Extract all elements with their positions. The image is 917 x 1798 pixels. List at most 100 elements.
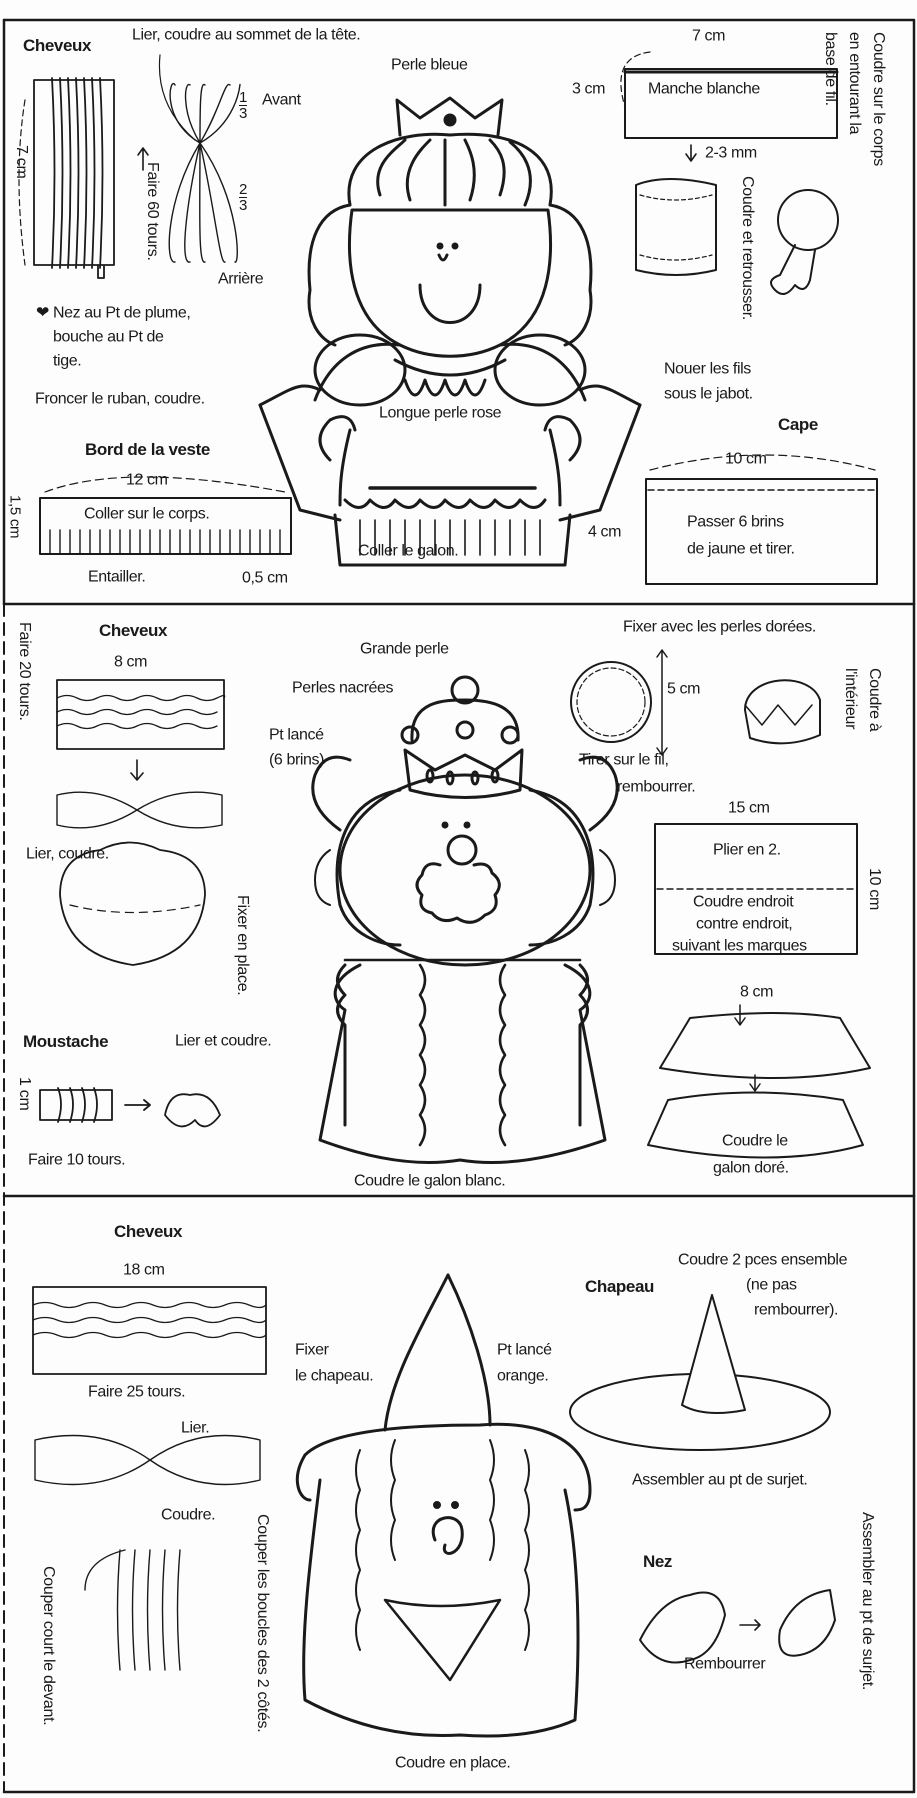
skirt-width: 8 cm [740, 983, 774, 1001]
sleeve-hem: 2-3 mm [705, 144, 757, 162]
hair-section-title: Cheveux [114, 1221, 183, 1241]
tie-sew-instruction: Lier, coudre. [26, 845, 109, 863]
king-figure [311, 675, 619, 1164]
sew-body-line: Coudre sur le corps [870, 32, 887, 166]
tie-top-instruction: Lier, coudre au sommet de la tête. [132, 26, 361, 44]
witch-figure [295, 1273, 592, 1738]
pearl-beads-label: Perles nacrées [292, 679, 394, 697]
fraction-numerator: 1 [239, 89, 248, 106]
circle-size: 5 cm [667, 680, 701, 698]
sew-roll-instruction: Coudre et retrousser. [739, 176, 756, 320]
hat-sew-line: (ne pas [746, 1276, 797, 1294]
gather-ribbon-instruction: Froncer le ruban, coudre. [35, 390, 205, 408]
fix-gold-instruction: Fixer avec les perles dorées. [623, 618, 816, 636]
hair-width: 8 cm [114, 653, 148, 671]
tie-and-sew-instruction: Lier et coudre. [175, 1032, 272, 1050]
hat-sew-line: rembourrer). [754, 1301, 839, 1319]
hat-title: Chapeau [585, 1276, 654, 1296]
cape-title: Cape [778, 414, 818, 434]
front-label: Avant [262, 91, 301, 109]
page-frame [2, 18, 916, 1794]
cape-width: 10 cm [725, 450, 767, 468]
hair-loops-diagram [137, 54, 241, 263]
cape-label-line: de jaune et tirer. [687, 540, 795, 558]
cut-loops-instruction: Couper les boucles des 2 côtés. [254, 1514, 271, 1733]
sleeve-label: Manche blanche [648, 80, 760, 98]
nose-diagram [639, 1589, 836, 1664]
big-bead-label: Grande perle [360, 640, 449, 658]
ten-turns-instruction: Faire 10 tours. [28, 1151, 126, 1169]
cape-height: 4 cm [588, 523, 622, 541]
nose-title: Nez [643, 1551, 673, 1571]
rect-width: 15 cm [728, 799, 770, 817]
hair-card-diagram [18, 77, 115, 279]
hair-width: 18 cm [123, 1261, 165, 1279]
stitch-label-line: Pt lancé [269, 726, 324, 744]
sleeve-height: 3 cm [572, 80, 606, 98]
sew-body-line: en entourant la [846, 32, 863, 135]
notch-instruction: Entailler. [88, 568, 146, 586]
orange-stitch-line: orange. [497, 1367, 549, 1385]
fix-hat-line: Fixer [295, 1341, 329, 1359]
fraction-numerator: 2 [239, 181, 248, 198]
moustache-diagram [39, 1087, 221, 1128]
face-note-line: tige. [53, 352, 82, 370]
fraction-denominator: 3 [239, 197, 248, 214]
crown-pieces-diagram [570, 649, 821, 756]
fraction-denominator: 3 [239, 105, 248, 122]
face-note-line: bouche au Pt de [53, 328, 164, 346]
cape-diagram [645, 454, 878, 585]
sew-inside-line: l'intérieur [842, 668, 859, 730]
turns-instruction: Faire 60 tours. [144, 162, 161, 261]
sew-gold-line: Coudre le [722, 1132, 788, 1150]
pink-bead-label: Longue perle rose [379, 404, 502, 422]
hat-diagram [569, 1294, 831, 1451]
hair-card-length: 7 cm [13, 145, 30, 179]
sleeve-width: 7 cm [692, 27, 726, 45]
blue-bead-label: Perle bleue [391, 56, 468, 74]
orange-stitch-line: Pt lancé [497, 1341, 552, 1359]
heart-bullet-icon: ❤ [36, 304, 50, 322]
sew-gold-line: galon doré. [713, 1159, 789, 1177]
pull-thread-line: rembourrer. [617, 778, 696, 796]
face-note-line: Nez au Pt de plume, [53, 304, 191, 322]
glue-trim-instruction: Coller le galon. [358, 542, 459, 560]
sew-body-instruction: Coudre sur le corps en entourant la base… [818, 32, 890, 166]
king-hair-diagram [56, 679, 226, 966]
jacket-edge-title: Bord de la veste [85, 439, 210, 459]
sew-instruction-line: suivant les marques [672, 937, 807, 955]
fix-place-instruction: Fixer en place. [234, 895, 251, 996]
princess-figure [258, 96, 642, 567]
hair-section-title: Cheveux [23, 35, 92, 55]
hair-section-title: Cheveux [99, 620, 168, 640]
tie-threads-line: sous le jabot. [664, 385, 753, 403]
cape-rect-diagram [647, 823, 871, 1159]
cut-front-instruction: Couper court le devant. [40, 1566, 57, 1726]
tie-threads-line: Nouer les fils [664, 360, 751, 378]
sew-place-instruction: Coudre en place. [395, 1754, 511, 1772]
stitch-label-line: (6 brins) [269, 751, 325, 769]
tie-instruction: Lier. [181, 1419, 210, 1437]
hat-sew-line: Coudre 2 pces ensemble [678, 1251, 848, 1269]
white-trim-instruction: Coudre le galon blanc. [354, 1172, 506, 1190]
back-label: Arrière [218, 270, 264, 288]
sew-instruction: Coudre. [161, 1506, 216, 1524]
sew-body-line: base de fil. [822, 32, 839, 106]
sew-instruction-line: contre endroit, [696, 915, 793, 933]
moustache-card-size: 1 cm [16, 1077, 33, 1111]
jacket-width: 12 cm [126, 471, 168, 489]
sew-inside-instruction: Coudre à l'intérieur [838, 668, 886, 731]
notch-depth: 0,5 cm [242, 569, 288, 587]
jacket-label: Coller sur le corps. [84, 505, 210, 523]
turns-instruction: Faire 25 tours. [88, 1383, 186, 1401]
stuff-instruction: Rembourrer [684, 1655, 766, 1673]
sleeve-diagram [620, 51, 839, 295]
rect-height: 10 cm [866, 868, 883, 911]
pull-thread-line: Tirer sur le fil, [579, 751, 669, 769]
fold-instruction: Plier en 2. [713, 841, 781, 859]
cape-label-line: Passer 6 brins [687, 513, 784, 531]
sew-instruction-line: Coudre endroit [693, 893, 794, 911]
witch-hair-diagram [32, 1286, 267, 1671]
sew-inside-line: Coudre à [866, 668, 883, 732]
